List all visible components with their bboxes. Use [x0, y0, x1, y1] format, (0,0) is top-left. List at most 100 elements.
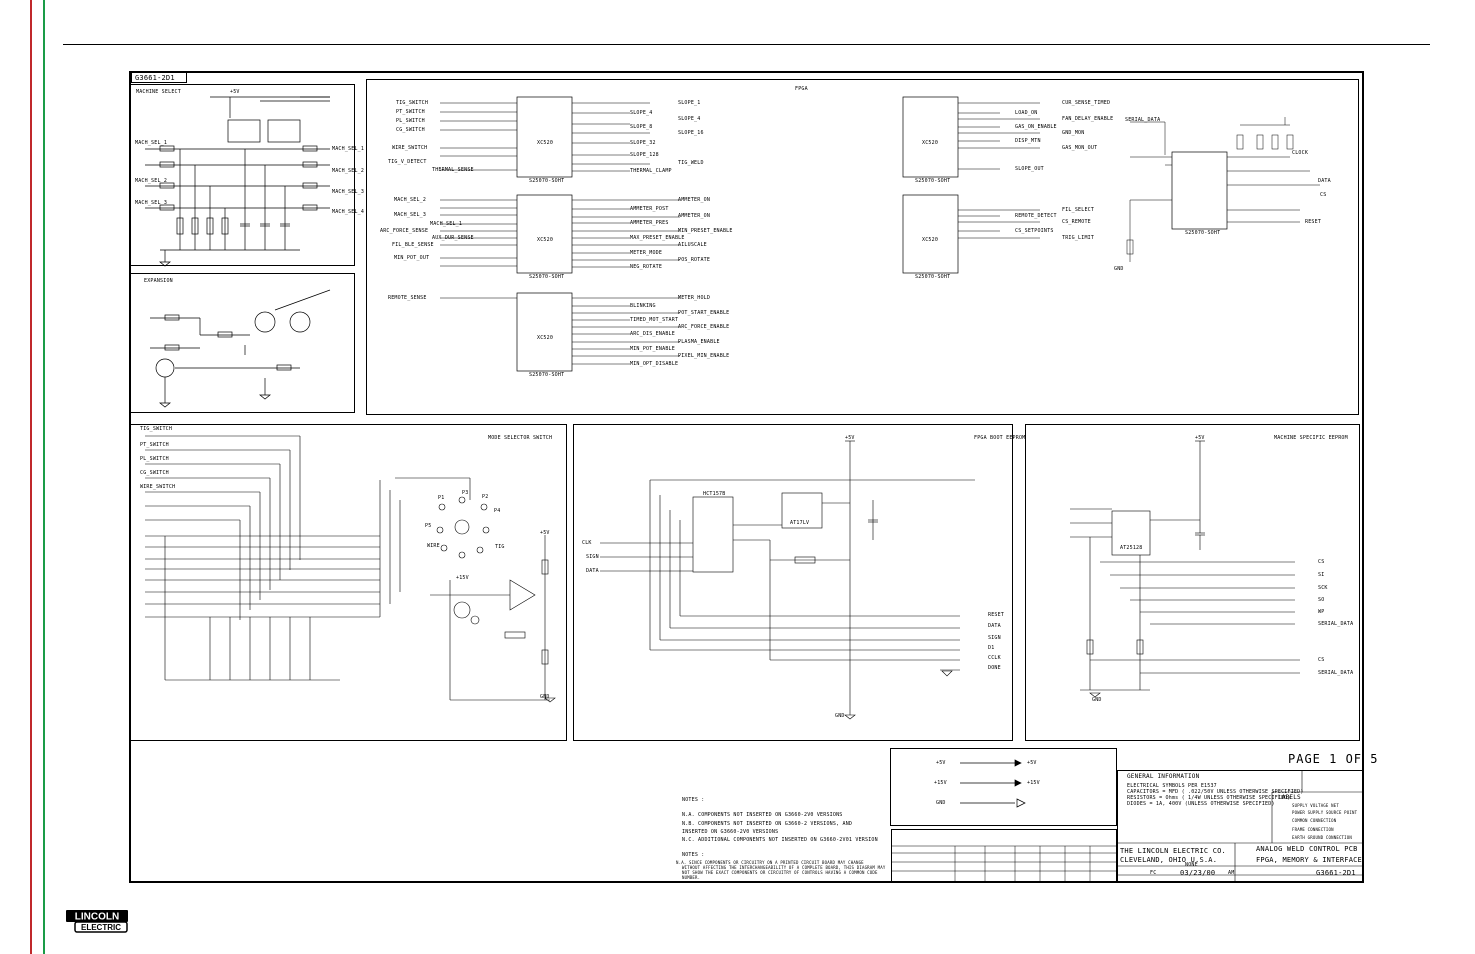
fpga-output: FIL_SELECT	[1062, 207, 1095, 213]
ic-part: S25070-SOHT	[915, 178, 951, 184]
switch-position: P3	[462, 490, 469, 496]
labels-title: LABELS	[1278, 794, 1301, 801]
supply-label: GND	[540, 694, 550, 700]
fpga-label: CS_SETPOINTS	[1015, 228, 1054, 234]
machine-eeprom-wiring	[1070, 440, 1300, 698]
drawing-date: 03/23/00	[1180, 869, 1216, 877]
supply-label: GND	[1114, 266, 1124, 272]
notes-line: N.A. COMPONENTS NOT INSERTED ON G3660-2V…	[682, 812, 843, 818]
net-label: MACH_SEL_2	[332, 168, 365, 174]
legend-label: +15V	[1027, 780, 1040, 786]
eeprom-signal: CS	[1318, 559, 1325, 565]
fpga-output: POT_START_ENABLE	[678, 310, 730, 316]
fpga-ic3-pins	[440, 297, 680, 365]
boot-signal: DATA	[586, 568, 599, 574]
svg-text:ELECTRIC: ELECTRIC	[81, 923, 121, 932]
ic-label: XC520	[922, 140, 939, 146]
fpga-output: ARC_DIS_ENABLE	[630, 331, 675, 337]
scale-value: NONE	[1185, 862, 1198, 868]
fpga-output: PLASMA_ENABLE	[678, 339, 720, 345]
section-title: MODE SELECTOR SWITCH	[488, 435, 553, 441]
ic-part: HCT157B	[703, 491, 726, 497]
supply-label: +5V	[540, 530, 550, 536]
fpga-input: REMOTE_SENSE	[388, 295, 427, 301]
notes-line: NOT SHOW THE EXACT COMPONENTS OR CIRCUIT…	[682, 870, 878, 875]
fpga-output: SLOPE_16	[678, 130, 704, 136]
notes-line: N.C. ADDITIONAL COMPONENTS NOT INSERTED …	[682, 837, 878, 843]
eeprom-signal: SERIAL_DATA	[1318, 621, 1354, 627]
boot-signal: CLK	[582, 540, 592, 546]
net-label: MACH_SEL_4	[332, 209, 365, 215]
fpga-output: TIMED_MOT_START	[630, 317, 679, 323]
fpga-label: REMOTE_DETECT	[1015, 213, 1057, 219]
header-rule	[63, 44, 1430, 45]
ic-label: XC520	[922, 237, 939, 243]
fpga-output: SLOPE_4	[630, 110, 653, 116]
ic-part: AT25128	[1120, 545, 1143, 551]
left-margin-red-line	[30, 0, 32, 954]
fpga-output: SLOPE_OUT	[1015, 166, 1044, 172]
boot-eeprom-wiring	[600, 440, 975, 720]
fpga-output: MAX_PRESET_ENABLE	[630, 235, 685, 241]
fpga-input: THERMAL_SENSE	[432, 167, 474, 173]
switch-position: WIRE	[427, 543, 440, 549]
labels-item: POWER SUPPLY SOURCE POINT	[1292, 810, 1358, 815]
drawing-number: G3661-2D1	[1316, 869, 1356, 877]
company-city: CLEVELAND, OHIO U.S.A.	[1120, 856, 1218, 864]
ic-part: S25070-SOHT	[1185, 230, 1221, 236]
fpga-output: MIN_POT_ENABLE	[630, 346, 675, 352]
fpga-output: GAS_MON_OUT	[1062, 145, 1098, 151]
company-name: THE LINCOLN ELECTRIC CO.	[1120, 847, 1226, 855]
notes-block: NOTES : N.A. COMPONENTS NOT INSERTED ON …	[676, 797, 887, 880]
fpga-output: AMMETER_POST	[630, 206, 669, 212]
fpga-input: TIG_SWITCH	[396, 100, 429, 106]
section-title: FPGA BOOT EEPROM	[974, 435, 1026, 441]
fpga-input: TIG_V_DETECT	[388, 159, 427, 165]
legend-label: +15V	[934, 780, 947, 786]
section-fpga: FPGA	[366, 79, 1359, 415]
fpga-label: DISP_MTN	[1015, 138, 1041, 144]
boot-signal: CCLK	[988, 655, 1001, 661]
boot-signal: SIGN	[988, 635, 1001, 641]
notes-line: N.B. COMPONENTS NOT INSERTED ON G3660-2 …	[682, 821, 853, 827]
mode-input: PL_SWITCH	[140, 456, 169, 462]
fpga-output: NEG_ROTATE	[630, 264, 663, 270]
mode-input: TIG_SWITCH	[140, 426, 173, 432]
section-title: FPGA	[795, 86, 808, 92]
section-fpga-boot-eeprom: FPGA BOOT EEPROM	[573, 424, 1025, 741]
fpga-output: MIN_OPT_DISABLE	[630, 361, 679, 367]
fpga-input: PT_SWITCH	[396, 109, 425, 115]
boot-signal: DONE	[988, 665, 1001, 671]
general-info-line: DIODES = 1A, 400V (UNLESS OTHERWISE SPEC…	[1127, 801, 1275, 807]
labels-item: FRAME CONNECTION	[1292, 827, 1334, 832]
supply-label: +5V	[845, 435, 855, 441]
ic-part: S25070-SOHT	[529, 274, 565, 280]
fpga-output: BLINKING	[630, 303, 656, 309]
eeprom-signal: SERIAL_DATA	[1318, 670, 1354, 676]
machine-select-wiring	[145, 96, 330, 267]
mode-input: PT_SWITCH	[140, 442, 169, 448]
net-label: MACH_SEL_1	[135, 140, 168, 146]
section-mode-selector: MODE SELECTOR SWITCH	[129, 424, 567, 741]
section-supply-legend	[890, 748, 1117, 826]
revision-table-grid	[891, 845, 1117, 883]
net-label: MACH_SEL_3	[332, 189, 365, 195]
left-margin-green-line	[43, 0, 45, 954]
section-revision-table	[891, 829, 1117, 883]
notes-line: NUMBER.	[682, 875, 701, 880]
notes-line: WITHOUT AFFECTING THE INTERCHANGEABILITY…	[682, 865, 886, 870]
fpga-output: SLOPE_4	[678, 116, 701, 122]
fpga-output: CUR_SENSE_TIMED	[1062, 100, 1111, 106]
supply-label: GND	[835, 713, 845, 719]
fpga-output: SLOPE_32	[630, 140, 656, 146]
fpga-output: SLOPE_1	[678, 100, 701, 106]
serial-label: CLOCK	[1292, 150, 1309, 156]
fpga-input: CG_SWITCH	[396, 127, 425, 133]
supply-label: +15V	[456, 575, 469, 581]
lincoln-electric-logo: LINCOLN ELECTRIC	[65, 909, 129, 933]
mode-input: WIRE_SWITCH	[140, 484, 176, 490]
legend-label: +5V	[1027, 760, 1037, 766]
ic-part: AT17LV	[790, 520, 810, 526]
eeprom-signal: SO	[1318, 597, 1325, 603]
general-info-line: RESISTORS = Ohms ( 1/4W UNLESS OTHERWISE…	[1127, 795, 1291, 801]
